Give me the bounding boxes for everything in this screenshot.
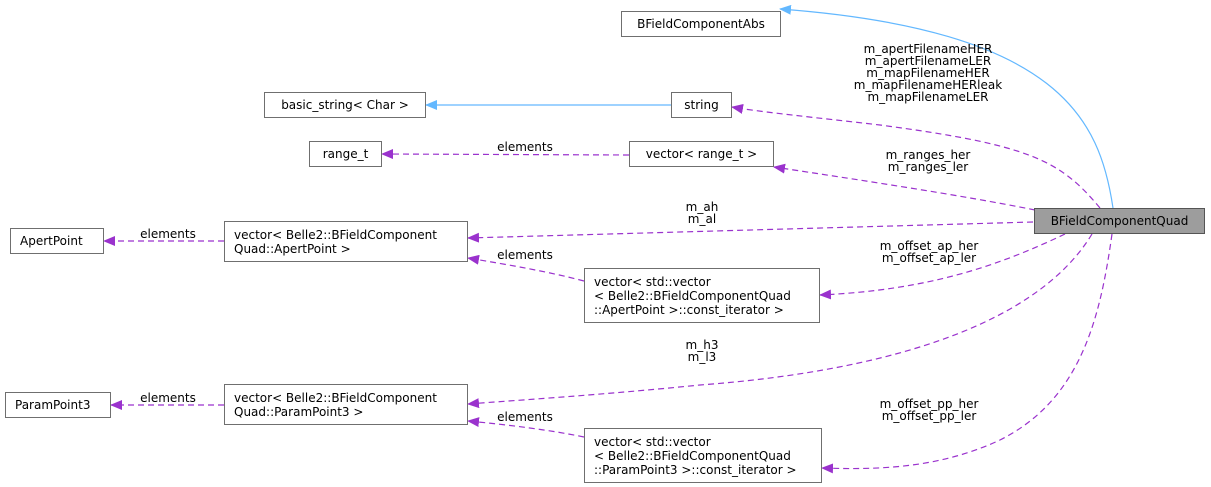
node-apertpoint[interactable]: ApertPoint [10, 228, 104, 254]
edge-main-to-vector-vector-param [821, 233, 1113, 474]
node-basic-string[interactable]: basic_string< Char > [264, 92, 426, 118]
node-bfieldcomponentabs[interactable]: BFieldComponentAbs [621, 11, 781, 37]
edge-label-h3-l3: m_h3 m_l3 [685, 338, 719, 364]
node-label: BFieldComponentQuad [1050, 214, 1189, 228]
edge-vector-range-to-range [381, 149, 630, 160]
node-bfieldcomponentquad[interactable]: BFieldComponentQuad [1034, 208, 1205, 234]
node-label-line-1: vector< std::vector [594, 434, 711, 449]
edge-vector-vector-apert-to-vector-apert [467, 254, 585, 282]
node-label: BFieldComponentAbs [637, 17, 765, 31]
node-vector-range-t[interactable]: vector< range_t > [629, 141, 774, 167]
node-label-line-3: ::ParamPoint3 >::const_iterator > [594, 462, 797, 477]
node-label: ApertPoint [20, 234, 83, 248]
edge-main-to-vector-apert [467, 221, 1034, 243]
node-label: ParamPoint3 [15, 398, 91, 412]
edge-label-ah-al: m_ah m_al [685, 200, 719, 226]
node-label-line-1: vector< std::vector [594, 274, 711, 289]
node-label-line-2: Quad::ParamPoint3 > [234, 404, 364, 419]
edge-label-ranges: m_ranges_her m_ranges_ler [885, 148, 971, 174]
edge-vector-vector-param-to-vector-param [467, 417, 585, 438]
edge-label-elements-range: elements [497, 140, 553, 154]
edge-label-elements-parampoint3: elements [140, 391, 196, 405]
edge-label-elements-apertpoint: elements [140, 227, 196, 241]
node-label-line-3: ::ApertPoint >::const_iterator > [594, 302, 784, 317]
node-label-line-1: vector< Belle2::BFieldComponent [234, 227, 437, 242]
node-label: range_t [322, 147, 369, 161]
node-vector-vector-apertpoint-iterator[interactable]: vector< std::vector < Belle2::BFieldComp… [584, 268, 820, 323]
node-label-line-1: vector< Belle2::BFieldComponent [234, 390, 437, 405]
node-parampoint3[interactable]: ParamPoint3 [5, 392, 111, 418]
node-vector-parampoint3[interactable]: vector< Belle2::BFieldComponent Quad::Pa… [224, 384, 468, 425]
node-string[interactable]: string [671, 92, 732, 118]
edge-main-to-vector-vector-apert [819, 233, 1066, 300]
edge-label-strings: m_apertFilenameHER m_apertFilenameLER m_… [853, 42, 1003, 104]
node-label: string [684, 98, 719, 112]
node-label-line-2: < Belle2::BFieldComponentQuad [594, 448, 791, 463]
edge-main-to-abs [779, 4, 1114, 209]
edge-label-elements-vector-param: elements [497, 410, 553, 424]
edge-label-elements-vector-apert: elements [497, 248, 553, 262]
node-label-line-2: < Belle2::BFieldComponentQuad [594, 288, 791, 303]
edge-main-to-string [731, 104, 1101, 209]
node-label: vector< range_t > [645, 147, 758, 161]
node-vector-apertpoint[interactable]: vector< Belle2::BFieldComponent Quad::Ap… [224, 221, 468, 262]
edge-main-to-vector-param [467, 233, 1093, 409]
edge-label-offset-pp: m_offset_pp_her m_offset_pp_ler [879, 397, 979, 423]
edge-label-offset-ap: m_offset_ap_her m_offset_ap_ler [879, 239, 979, 265]
edge-main-to-vector-range [773, 163, 1036, 211]
node-range-t[interactable]: range_t [309, 141, 382, 167]
node-label-line-2: Quad::ApertPoint > [234, 241, 351, 256]
node-label: basic_string< Char > [281, 98, 409, 112]
node-vector-vector-parampoint3-iterator[interactable]: vector< std::vector < Belle2::BFieldComp… [584, 428, 822, 483]
